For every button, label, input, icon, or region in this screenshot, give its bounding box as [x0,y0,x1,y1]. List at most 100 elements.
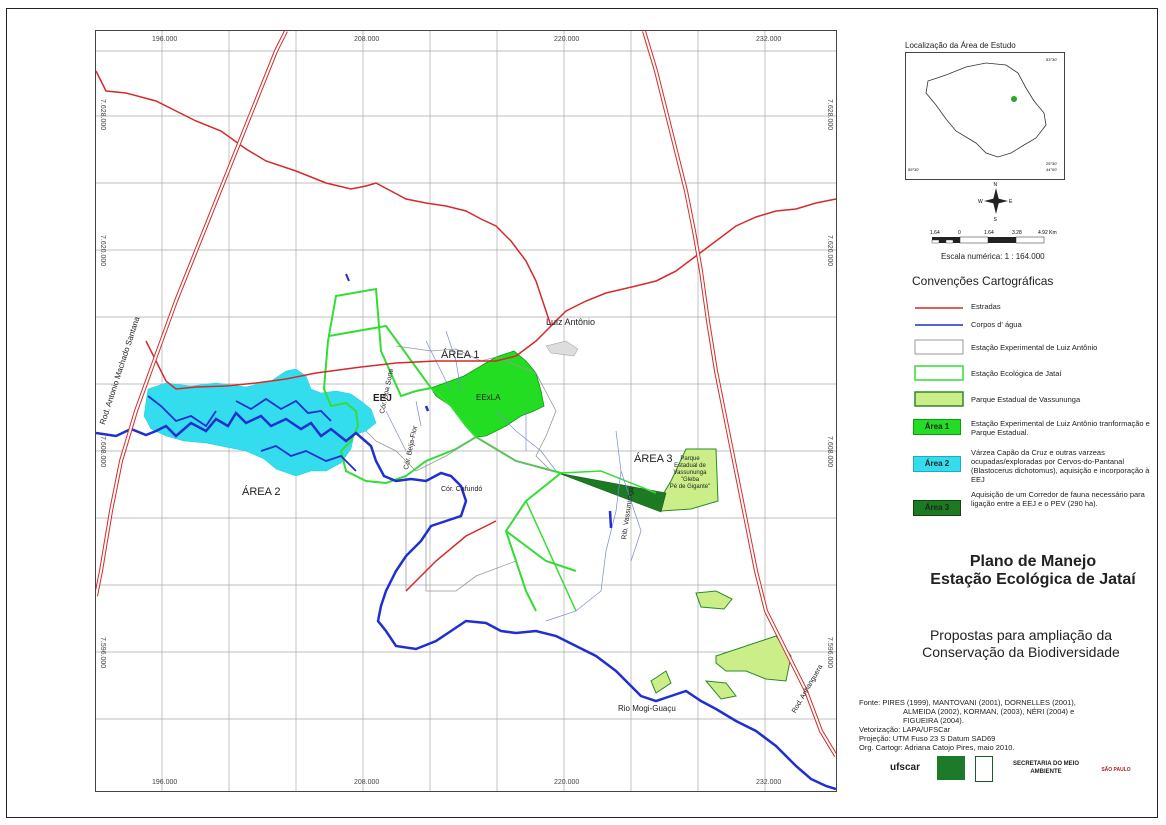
main-map[interactable]: 196.000 208.000 220.000 232.000 196.000 … [95,30,837,792]
legend-item-area3: Área 3 Aquisição de um Corredor de fauna… [913,490,1153,524]
legend-item-eej: Estação Ecológica de Jataí [913,364,1153,382]
scale-bar: 1.64 0 1.64 3.28 4.92 Km [930,228,1080,258]
label-rio-mogi: Rio Mogi-Guaçu [618,704,676,713]
y-tick-right: 7.608.000 [826,436,833,468]
loc-coord: 25°30' [1046,161,1057,166]
sao-paulo-outline: 59°30' 53°30' 44°00' 25°30' [908,57,1057,172]
legend-item-estradas: Estradas [913,302,1153,314]
legend-item-corpos-agua: Corpos d' água [913,319,1153,331]
institution-logo-2 [937,756,965,780]
eej-boundary [322,287,478,485]
source-line: ALMEIDA (2002), KORMAN, (2003), NÉRI (20… [903,707,1075,716]
x-tick-bottom: 232.000 [756,779,782,786]
locator-title: Localização da Área de Estudo [905,41,1016,50]
source-line: Projeção: UTM Fuso 23 S Datum SAD69 [859,734,996,743]
legend-text: Estação Ecológica de Jataí [971,369,1062,378]
source-line: Fonte: PIRES (1999), MANTOVANI (2001), D… [859,698,1076,707]
loc-coord: 59°30' [908,167,919,172]
compass-e: E [1009,199,1013,205]
source-line: FIGUEIRA (2004). [903,716,964,725]
y-tick-left: 7.628.000 [99,99,106,131]
subtitle: Propostas para ampliação da Conservação … [891,627,1151,661]
luiz-antonio-urban [545,340,579,357]
loc-coord: 53°30' [1046,57,1057,62]
plan-title: Plano de Manejo Estação Ecológica de Jat… [923,553,1143,589]
label-eej: EEJ [373,393,392,404]
area2-floodplain [143,368,377,477]
x-tick-top: 208.000 [354,36,380,43]
scale-text: Escala numérica: 1 : 164.000 [941,252,1045,261]
eela-boundary [365,345,557,472]
pev-fragment-1 [695,590,733,610]
legend-title: Convenções Cartográficas [912,274,1054,288]
scale-tick: 0 [958,230,961,236]
title-line-2: Estação Ecológica de Jataí [930,571,1136,588]
parque-line: Pé de Gigante" [669,484,711,490]
legend-text: Várzea Capão da Cruz e outras varzeas oc… [971,448,1150,484]
label-parque: Parque Estadual de Vassununga "Gleba Pé … [662,456,718,491]
legend-item-area2: Área 2 Várzea Capão da Cruz e outras var… [913,448,1153,484]
area3-corridor [557,472,667,513]
scale-tick: 1.64 [984,230,994,236]
pev-fragment-2 [715,635,792,682]
legend-item-pev: Parque Estadual de Vassununga [913,390,1153,408]
label-luiz-antonio: Luiz Antônio [546,317,596,327]
x-tick-bottom: 208.000 [354,779,380,786]
y-tick-right: 7.620.000 [826,235,833,267]
title-line-1: Plano de Manejo [969,553,1097,570]
parque-line: Parque [680,456,700,462]
legend-text: Aquisição de um Corredor de fauna necess… [971,490,1145,508]
sao-paulo-logo: SÃO PAULO [1101,767,1131,773]
sidebar: Localização da Área de Estudo 59°30' 53°… [845,30,1150,790]
study-area-marker [1011,96,1017,102]
rio-mogi-guacu [96,273,836,791]
area1-swatch: Área 1 [913,419,961,435]
sma-logo: SECRETARIA DO MEIO AMBIENTE [1012,761,1079,775]
label-area3: ÁREA 3 [634,453,673,465]
map-canvas [96,31,836,791]
compass-s: S [994,217,998,222]
source-line: Vetorização: LAPA/UFSCar [859,725,951,734]
area2-swatch: Área 2 [913,456,961,472]
legend-text: Parque Estadual de Vassununga [971,395,1081,404]
x-tick-bottom: 220.000 [554,779,580,786]
streams [385,330,642,622]
loc-coord: 44°00' [1046,167,1057,172]
compass-rose-icon: N S E W [978,180,1014,223]
x-tick-top: 232.000 [756,36,782,43]
map-frame [6,8,1158,818]
pev-gleba [655,448,719,512]
parque-line: Estadual de [674,463,706,469]
legend-text: Estradas [971,302,1001,311]
locator-map: 59°30' 53°30' 44°00' 25°30' [905,52,1065,180]
compass-w: W [978,199,983,205]
label-cor-cafundo: Cór. Cafundó [441,486,483,493]
y-tick-right: 7.596.000 [826,637,833,669]
subtitle-line-1: Propostas para ampliação da [929,627,1113,643]
legend-item-area1: Área 1 Estação Experimental de Luiz Antô… [913,415,1153,439]
source-line: Org. Cartogr: Adriana Catojo Pires, maio… [859,743,1015,752]
scale-tick: 1.64 [930,230,940,236]
logos-row: ufscar SECRETARIA DO MEIO AMBIENTE SÃO P… [885,756,1155,786]
x-tick-top: 196.000 [152,36,178,43]
scale-tick: 3.28 [1012,230,1022,236]
x-tick-top: 220.000 [554,36,580,43]
area3-swatch: Área 3 [913,500,961,516]
subtitle-line-2: Conservação da Biodiversidade [922,644,1120,660]
legend-text: Corpos d' água [971,320,1022,329]
pev-fragment-4 [704,680,737,700]
y-tick-right: 7.628.000 [826,99,833,131]
legend-text: Estação Experimental de Luiz Antônio [971,343,1098,352]
label-area1: ÁREA 1 [441,349,480,361]
legend-item-eela: Estação Experimental de Luiz Antônio [913,338,1153,356]
source-notes: Fonte: PIRES (1999), MANTOVANI (2001), D… [859,698,1149,752]
y-tick-left: 7.596.000 [99,637,106,669]
parque-line: "Gleba [680,477,700,483]
compass-n: N [994,182,998,188]
label-area2: ÁREA 2 [242,486,281,498]
scale-tick: 4.92 Km [1038,230,1057,236]
roads [96,31,836,758]
legend-text: Estação Experimental de Luiz Antônio tra… [971,419,1150,437]
y-tick-left: 7.608.000 [99,436,106,468]
y-tick-left: 7.620.000 [99,235,106,267]
